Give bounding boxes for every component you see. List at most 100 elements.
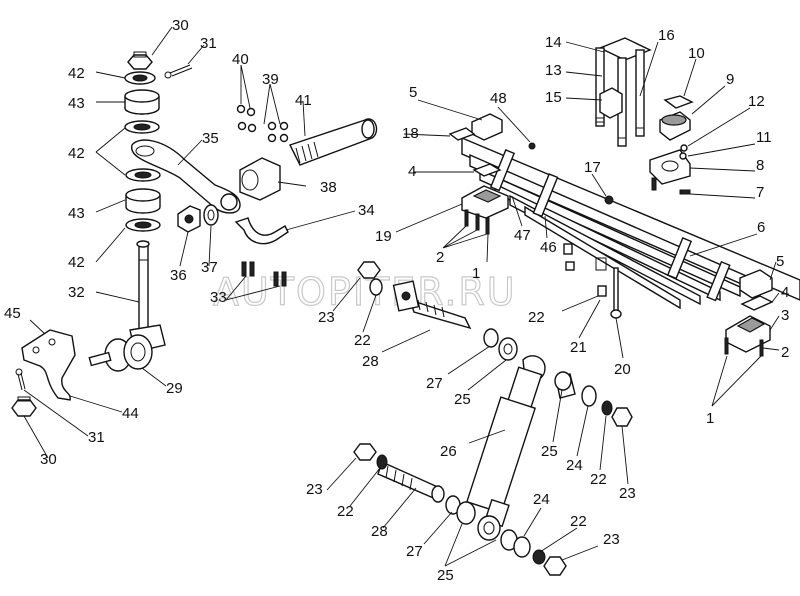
leaf-spring-pack xyxy=(461,136,800,310)
callout-45: 45 xyxy=(4,305,21,322)
rubber-bushing-lower xyxy=(125,188,161,214)
callout-44: 44 xyxy=(122,405,139,422)
callout-18: 18 xyxy=(402,125,419,142)
u-bolt-clamp xyxy=(595,37,652,147)
nut-upper-23 xyxy=(357,261,381,279)
callout-1: 1 xyxy=(472,265,480,282)
small-parts-12-11 xyxy=(679,144,688,160)
callout-1: 1 xyxy=(706,410,714,427)
bump-stop-9 xyxy=(659,111,691,141)
washer-36 xyxy=(203,204,219,226)
callout-25: 25 xyxy=(437,567,454,584)
callout-22: 22 xyxy=(337,503,354,520)
callout-14: 14 xyxy=(545,34,562,51)
callout-37: 37 xyxy=(201,259,218,276)
callout-42: 42 xyxy=(68,65,85,82)
callout-17: 17 xyxy=(584,159,601,176)
callout-2: 2 xyxy=(436,249,444,266)
callout-24: 24 xyxy=(566,457,583,474)
callout-23: 23 xyxy=(619,485,636,502)
callout-33: 33 xyxy=(210,289,227,306)
pad-18 xyxy=(448,127,476,141)
callout-34: 34 xyxy=(358,202,375,219)
callout-48: 48 xyxy=(490,90,507,107)
castle-nut-top xyxy=(127,51,153,70)
callout-27: 27 xyxy=(426,375,443,392)
bolts-33 xyxy=(241,261,287,287)
callout-46: 46 xyxy=(540,239,557,256)
bracket-rear-4 xyxy=(740,295,774,311)
washer-upper xyxy=(124,120,160,134)
callout-41: 41 xyxy=(295,92,312,109)
callout-30: 30 xyxy=(40,451,57,468)
washer-lower-22 xyxy=(376,454,388,470)
stabilizer-clamp xyxy=(234,217,289,245)
shock-absorber xyxy=(466,355,546,541)
callout-3: 3 xyxy=(781,307,789,324)
castle-nut-lower xyxy=(11,396,37,417)
pad-rear-5 xyxy=(739,269,773,299)
callout-labels: 30 31 42 43 42 35 43 42 40 39 41 38 34 3… xyxy=(4,17,789,584)
callout-25: 25 xyxy=(541,443,558,460)
callout-30: 30 xyxy=(172,17,189,34)
stabilizer-bar-end xyxy=(289,118,378,166)
callout-28: 28 xyxy=(362,353,379,370)
bushings-lower-25-27 xyxy=(445,495,476,525)
callout-12: 12 xyxy=(748,93,765,110)
lower-eye-bushing xyxy=(88,324,166,372)
bolt-7 xyxy=(651,177,691,195)
callout-31: 31 xyxy=(88,429,105,446)
nut-17 xyxy=(604,195,614,205)
bracket-plate-8 xyxy=(649,149,691,185)
callout-43: 43 xyxy=(68,205,85,222)
callout-36: 36 xyxy=(170,267,187,284)
washer-top xyxy=(124,71,156,85)
upper-shackle-pin xyxy=(392,280,472,330)
bracket-front-4 xyxy=(472,163,502,177)
callout-42: 42 xyxy=(68,145,85,162)
callout-9: 9 xyxy=(726,71,734,88)
stabilizer-arm xyxy=(131,139,241,214)
callout-43: 43 xyxy=(68,95,85,112)
bracket-small xyxy=(177,205,201,233)
washer-upper-22 xyxy=(369,278,383,296)
callout-6: 6 xyxy=(757,219,765,236)
center-bolts-nuts xyxy=(563,243,622,319)
nut-lower-23 xyxy=(353,443,377,461)
callout-5: 5 xyxy=(409,84,417,101)
callout-23: 23 xyxy=(318,309,335,326)
washer-lower xyxy=(125,218,161,232)
bolts-rear-2-1 xyxy=(724,337,764,357)
callout-21: 21 xyxy=(570,339,587,356)
cotter-pin-lower xyxy=(15,368,26,391)
callout-31: 31 xyxy=(200,35,217,52)
bushings-right-24-25 xyxy=(554,371,633,427)
callout-40: 40 xyxy=(232,51,249,68)
callout-32: 32 xyxy=(68,284,85,301)
small-nuts-39 xyxy=(267,121,289,143)
callout-22: 22 xyxy=(354,332,371,349)
callout-4: 4 xyxy=(781,284,789,301)
callout-25: 25 xyxy=(454,391,471,408)
callout-27: 27 xyxy=(406,543,423,560)
nut-48 xyxy=(528,142,536,150)
callout-16: 16 xyxy=(658,27,675,44)
callout-22: 22 xyxy=(590,471,607,488)
bushings-bottom-24-22-23 xyxy=(500,529,567,576)
bushings-upper-25-27 xyxy=(483,328,518,361)
cotter-pin-top xyxy=(164,64,193,79)
callout-20: 20 xyxy=(614,361,631,378)
callout-29: 29 xyxy=(166,380,183,397)
callout-10: 10 xyxy=(688,45,705,62)
callout-35: 35 xyxy=(202,130,219,147)
stabilizer-cushion xyxy=(239,157,281,201)
washer-middle xyxy=(125,168,161,182)
callout-19: 19 xyxy=(375,228,392,245)
callout-23: 23 xyxy=(306,481,323,498)
lower-shackle-pin xyxy=(377,461,445,503)
callout-13: 13 xyxy=(545,62,562,79)
callout-5: 5 xyxy=(776,253,784,270)
callout-8: 8 xyxy=(756,157,764,174)
